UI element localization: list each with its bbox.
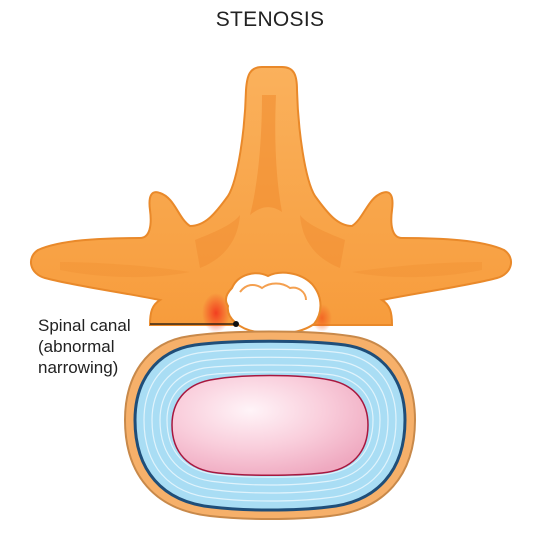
label-line-1: Spinal canal xyxy=(38,316,131,335)
label-line-2: (abnormal xyxy=(38,337,115,356)
left-transverse-shadow xyxy=(60,262,190,278)
annulus-lamellae xyxy=(143,348,397,502)
label-leader-dot xyxy=(233,321,239,327)
left-lamina-shadow xyxy=(195,215,240,268)
canal-inner-edge xyxy=(239,282,307,301)
spinal-canal xyxy=(224,271,322,335)
spinous-process-shadow xyxy=(250,95,282,215)
vertebra-arch xyxy=(29,66,513,326)
right-lamina-shadow xyxy=(300,215,345,268)
disc-nucleus xyxy=(171,374,369,476)
label-line-3: narrowing) xyxy=(38,358,119,377)
inflammation-left xyxy=(202,293,230,333)
diagram-title: STENOSIS xyxy=(215,8,325,31)
spinal-canal-label: Spinal canal (abnormal narrowing) xyxy=(38,315,131,378)
intervertebral-disc xyxy=(123,330,417,520)
right-transverse-shadow xyxy=(352,262,482,278)
